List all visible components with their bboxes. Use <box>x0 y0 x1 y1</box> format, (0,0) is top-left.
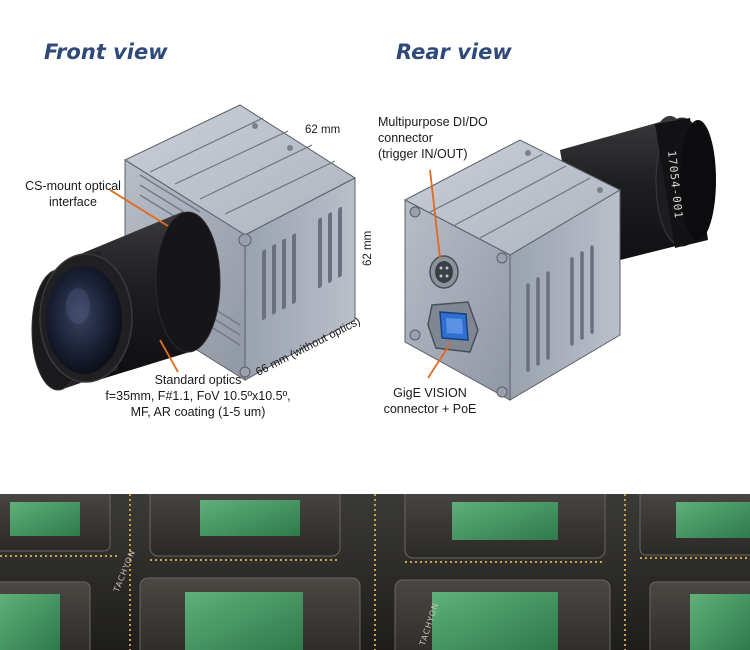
cs-mount-label: CS-mount optical interface <box>25 179 121 209</box>
rear-camera <box>403 115 716 401</box>
dido-connector-label: Multipurpose DI/DO connector (trigger IN… <box>378 115 488 161</box>
camera-illustration <box>31 104 716 401</box>
dimension-top: 62 mm <box>305 124 341 136</box>
standard-optics-label: Standard optics f=35mm, F#1.1, FoV 10.5º… <box>105 373 291 419</box>
dimension-side: 62 mm <box>362 230 374 266</box>
chip-row-bottom <box>0 577 750 650</box>
front-callouts <box>109 189 179 373</box>
sensor-chips-photo: TACHYON TACHYON <box>0 494 750 650</box>
gige-connector-label: GigE VISION connector + PoE <box>383 386 477 416</box>
rear-view-title: Rear view <box>396 40 512 64</box>
chip-row-top <box>0 494 750 559</box>
front-camera <box>31 104 357 391</box>
rear-callouts <box>427 169 451 379</box>
dido-connector <box>429 255 459 289</box>
front-view-title: Front view <box>44 40 168 64</box>
gold-pins <box>0 494 750 650</box>
gige-connector <box>427 301 479 353</box>
